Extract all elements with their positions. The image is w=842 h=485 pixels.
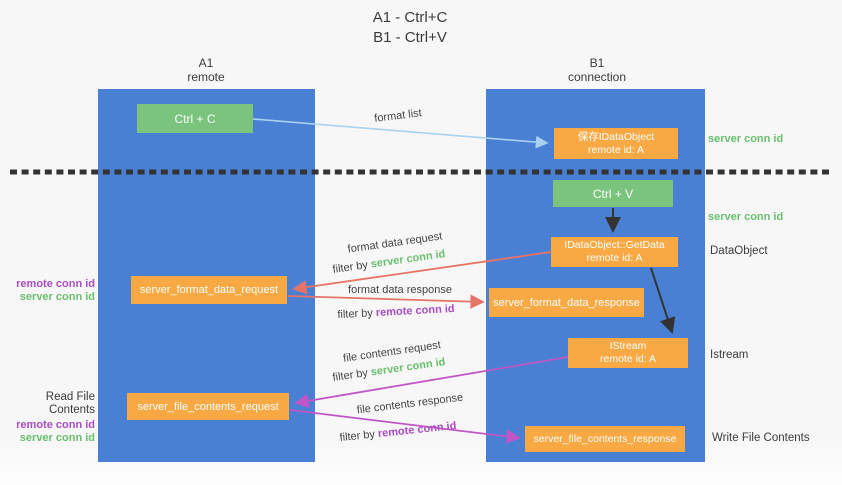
- annotation-read-file-contents: Read File Contents: [45, 391, 95, 416]
- remote-conn-id-text: remote conn id: [377, 419, 457, 441]
- annotation-server-conn-id-2: server conn id: [19, 432, 95, 444]
- title-line-2: B1 - Ctrl+V: [373, 29, 447, 46]
- lane-b1-subtitle: connection: [567, 70, 627, 84]
- node-istream-line2: remote id: A: [599, 353, 657, 365]
- lane-header-a1: A1 remote: [187, 56, 224, 84]
- lane-b1-name: B1: [589, 56, 605, 70]
- annotation-left-conn-ids-1: remote conn id server conn id: [0, 278, 95, 304]
- annotation-server-conn-id-1: server conn id: [19, 291, 95, 303]
- label-format-list: format list: [373, 107, 423, 125]
- remote-conn-id-text: remote conn id: [375, 302, 455, 320]
- node-server-file-contents-request: server_file_contents_request: [127, 393, 289, 420]
- filter-by-text: filter by: [337, 307, 374, 322]
- filter-by-text: filter by: [331, 367, 369, 384]
- title-line-1: A1 - Ctrl+C: [372, 9, 448, 26]
- annotation-dataobject: DataObject: [710, 245, 768, 257]
- annotation-istream: Istream: [710, 349, 749, 361]
- node-server-file-contents-response: server_file_contents_response: [525, 426, 685, 452]
- annotation-read-file-block: Read File Contents remote conn id server…: [0, 391, 95, 445]
- node-getdata-line2: remote id: A: [586, 252, 643, 264]
- annotation-remote-conn-id-1: remote conn id: [16, 278, 95, 290]
- node-save-idataobject-line2: remote id: A: [587, 143, 645, 156]
- server-conn-id-text: server conn id: [369, 248, 447, 271]
- annotation-server-conn-id-mid: server conn id: [708, 211, 784, 223]
- annotation-remote-conn-id-2: remote conn id: [16, 419, 95, 431]
- node-istream: IStream remote id: A: [568, 338, 688, 368]
- filter-by-text: filter by: [339, 428, 376, 445]
- diagram-title: A1 - Ctrl+C B1 - Ctrl+V: [373, 8, 448, 48]
- filter-by-text: filter by: [331, 259, 369, 276]
- lane-a1-name: A1: [198, 56, 214, 70]
- node-ctrl-v: Ctrl + V: [553, 180, 673, 207]
- node-save-idataobject-line1: 保存IDataObject: [577, 130, 655, 143]
- lane-header-b1: B1 connection: [568, 56, 626, 84]
- node-ctrl-c: Ctrl + C: [137, 104, 253, 133]
- label-format-data-response: format data response: [348, 284, 452, 296]
- format-data-response-arrow: [287, 294, 485, 309]
- node-save-idataobject: 保存IDataObject remote id: A: [554, 128, 678, 159]
- label-file-contents-response: file contents response: [356, 391, 464, 417]
- node-getdata-line1: IDataObject::GetData: [564, 239, 665, 251]
- annotation-server-conn-id-top: server conn id: [708, 133, 784, 145]
- node-istream-line1: IStream: [609, 340, 647, 352]
- node-idataobject-getdata: IDataObject::GetData remote id: A: [551, 237, 678, 267]
- node-server-format-data-request: server_format_data_request: [131, 276, 287, 304]
- node-server-format-data-response: server_format_data_response: [489, 288, 644, 317]
- lane-a1-subtitle: remote: [187, 70, 225, 84]
- annotation-write-file-contents: Write File Contents: [712, 432, 810, 444]
